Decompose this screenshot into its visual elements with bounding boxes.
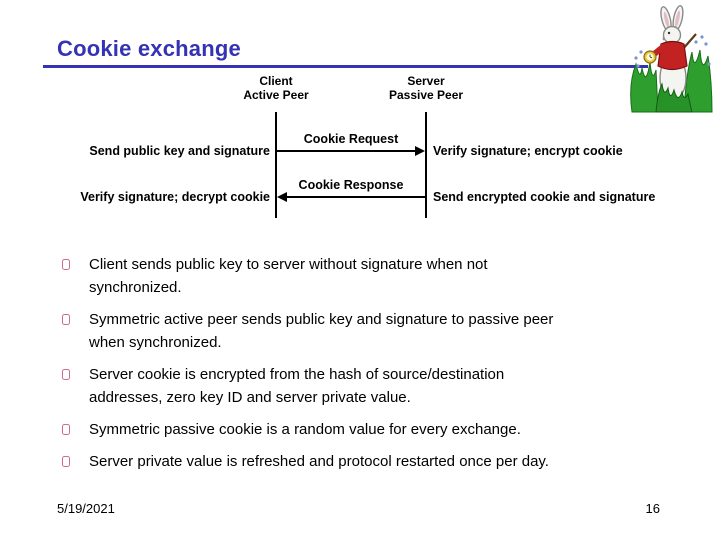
white-rabbit-icon bbox=[630, 5, 713, 113]
list-item: Symmetric active peer sends public key a… bbox=[60, 308, 664, 354]
server-timeline bbox=[425, 112, 427, 218]
footer-page-number: 16 bbox=[645, 501, 660, 516]
cookie-request-label: Cookie Request bbox=[303, 132, 399, 146]
bullet-text: Server private value is refreshed and pr… bbox=[89, 453, 549, 470]
list-item: Server private value is refreshed and pr… bbox=[60, 450, 664, 473]
bullet-text: Symmetric active peer sends public key a… bbox=[89, 311, 554, 351]
cookie-response-arrow-line bbox=[284, 196, 425, 198]
list-item: Client sends public key to server withou… bbox=[60, 253, 664, 299]
bullet-o-icon bbox=[62, 456, 70, 467]
cookie-response-label: Cookie Response bbox=[298, 178, 404, 192]
bullet-o-icon bbox=[62, 424, 70, 435]
page-title: Cookie exchange bbox=[57, 36, 241, 61]
bullet-o-icon bbox=[62, 259, 70, 270]
list-item: Server cookie is encrypted from the hash… bbox=[60, 363, 664, 409]
bullet-text: Symmetric passive cookie is a random val… bbox=[89, 421, 521, 438]
list-item: Symmetric passive cookie is a random val… bbox=[60, 418, 664, 441]
bullet-o-icon bbox=[62, 369, 70, 380]
bullet-o-icon bbox=[62, 314, 70, 325]
footer-date: 5/19/2021 bbox=[57, 501, 115, 516]
client-action-response: Verify signature; decrypt cookie bbox=[80, 190, 270, 204]
arrowhead-right-icon bbox=[415, 146, 425, 156]
client-peer-header: Client Active Peer bbox=[243, 74, 309, 102]
bullet-list: Client sends public key to server withou… bbox=[60, 253, 664, 482]
server-peer-header: Server Passive Peer bbox=[388, 74, 464, 102]
client-timeline bbox=[275, 112, 277, 218]
title-underline bbox=[43, 65, 648, 68]
client-action-request: Send public key and signature bbox=[89, 144, 270, 158]
server-action-request: Verify signature; encrypt cookie bbox=[433, 144, 623, 158]
arrowhead-left-icon bbox=[277, 192, 287, 202]
cookie-request-arrow-line bbox=[277, 150, 418, 152]
server-action-response: Send encrypted cookie and signature bbox=[433, 190, 656, 204]
bullet-text: Server cookie is encrypted from the hash… bbox=[89, 366, 505, 406]
bullet-text: Client sends public key to server withou… bbox=[89, 256, 488, 296]
